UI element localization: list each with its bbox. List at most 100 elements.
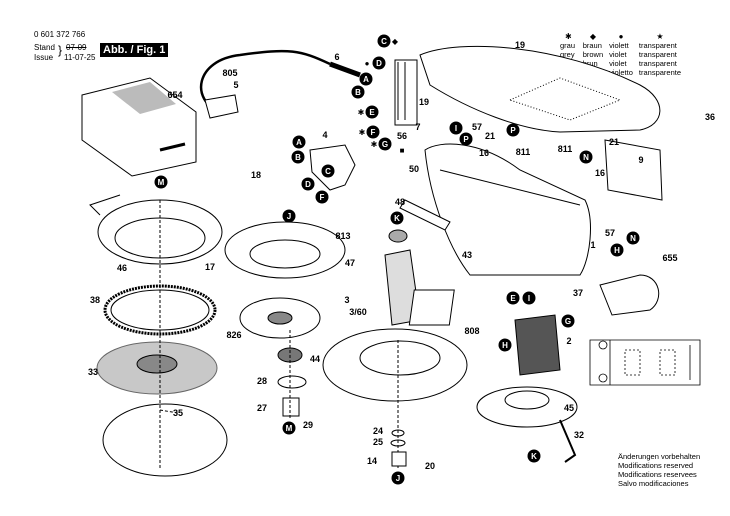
field-2 <box>514 314 561 376</box>
callout-e: E <box>365 105 379 119</box>
svg-text:F: F <box>371 128 376 137</box>
callout-c: C <box>321 164 335 178</box>
part-label-21: 21 <box>609 137 619 147</box>
callout-i: I <box>449 121 463 135</box>
part-label-2: 2 <box>566 336 571 346</box>
part-label-45: 45 <box>564 403 574 413</box>
modifications-note: Änderungen vorbehalten Modifications res… <box>618 452 700 488</box>
legend-cell: grey <box>560 50 575 59</box>
star-symbol: ★ <box>656 32 664 41</box>
part-label-811: 811 <box>558 144 573 154</box>
part-label-50: 50 <box>409 164 419 174</box>
svg-text:H: H <box>502 341 508 350</box>
marker-symbol: ● <box>365 59 370 68</box>
callout-h: H <box>610 243 624 257</box>
part-label-654: 654 <box>167 90 182 100</box>
part-label-16: 16 <box>595 168 605 178</box>
bearing-plate-45 <box>476 386 578 428</box>
part-label-47: 47 <box>345 258 355 268</box>
part-label-35: 35 <box>173 408 183 418</box>
legend-cell: transparent <box>638 41 677 50</box>
diamond-symbol: ◆ <box>589 32 596 41</box>
part-label-3: 3 <box>344 295 349 305</box>
part-label-27: 27 <box>257 403 267 413</box>
part-label-19: 19 <box>515 40 525 50</box>
part-label-44: 44 <box>310 354 320 364</box>
part-label-36: 36 <box>705 112 715 122</box>
part-label-20: 20 <box>425 461 435 471</box>
callout-p: P <box>506 123 520 137</box>
svg-text:J: J <box>287 212 291 221</box>
part-label-24: 24 <box>373 426 383 436</box>
part-label-37: 37 <box>573 288 583 298</box>
part-label-38: 38 <box>90 295 100 305</box>
callout-k: K <box>390 211 404 225</box>
callout-g: G <box>561 314 575 328</box>
marker-symbol: ✱ <box>359 128 366 137</box>
power-plug <box>204 94 239 119</box>
note-line: Modifications reservees <box>618 470 697 479</box>
svg-text:G: G <box>382 140 388 149</box>
part-label-1: 1 <box>590 240 595 250</box>
part-label-33: 33 <box>88 367 98 377</box>
part-label-813: 813 <box>335 231 350 241</box>
marker-symbol: ◆ <box>392 37 399 46</box>
part-label-32: 32 <box>574 430 584 440</box>
part-number: 0 601 372 766 <box>34 30 86 39</box>
callout-h: H <box>498 338 512 352</box>
svg-text:F: F <box>320 193 325 202</box>
issue-date: 11-07-25 <box>64 53 96 62</box>
callout-g: G <box>378 137 392 151</box>
svg-text:N: N <box>630 234 636 243</box>
svg-text:M: M <box>286 424 293 433</box>
svg-text:B: B <box>295 153 301 162</box>
svg-text:C: C <box>325 167 331 176</box>
part-label-56: 56 <box>397 131 407 141</box>
callout-e: E <box>506 291 520 305</box>
part-label-808: 808 <box>464 326 479 336</box>
part-label-17: 17 <box>205 262 215 272</box>
legend-cell: violet <box>609 50 627 59</box>
svg-text:E: E <box>510 294 516 303</box>
stand-label: Stand <box>34 43 55 52</box>
brace: } <box>58 43 63 57</box>
part-label-9: 9 <box>638 155 643 165</box>
legend-cell: violett <box>609 41 629 50</box>
svg-text:K: K <box>531 452 537 461</box>
svg-text:N: N <box>583 153 589 162</box>
part-label-811: 811 <box>516 147 531 157</box>
legend-cell: brown <box>582 50 604 59</box>
callout-f: F <box>366 125 380 139</box>
part-label-4: 4 <box>322 130 327 140</box>
part-label-18: 18 <box>251 170 261 180</box>
part-label-43: 43 <box>462 250 472 260</box>
part-label-16: 16 <box>479 148 489 158</box>
callout-d: D <box>301 177 315 191</box>
legend-cell: transparent <box>638 59 677 68</box>
legend-cell: grau <box>560 41 576 50</box>
callout-n: N <box>626 231 640 245</box>
legend-cell: violetto <box>609 68 633 77</box>
circuit-schematic <box>589 339 701 386</box>
part-label-57: 57 <box>605 228 615 238</box>
legend-cell: transparente <box>638 68 682 77</box>
callout-a: A <box>359 72 373 86</box>
callout-k: K <box>527 449 541 463</box>
sanding-disc <box>102 403 228 477</box>
legend-cell: brun <box>582 59 598 68</box>
marker-symbol: ✱ <box>371 140 378 149</box>
switch-module-56 <box>394 59 418 126</box>
callout-b: B <box>351 85 365 99</box>
cover-36 <box>419 45 661 133</box>
callout-m: M <box>282 421 296 435</box>
part-label-805: 805 <box>222 68 237 78</box>
part-label-6: 6 <box>334 52 339 62</box>
note-line: Änderungen vorbehalten <box>618 452 701 461</box>
callout-b: B <box>291 150 305 164</box>
part-label-826: 826 <box>226 330 241 340</box>
svg-text:E: E <box>369 108 375 117</box>
part-label-21: 21 <box>485 131 495 141</box>
part-label-14: 14 <box>367 456 377 466</box>
